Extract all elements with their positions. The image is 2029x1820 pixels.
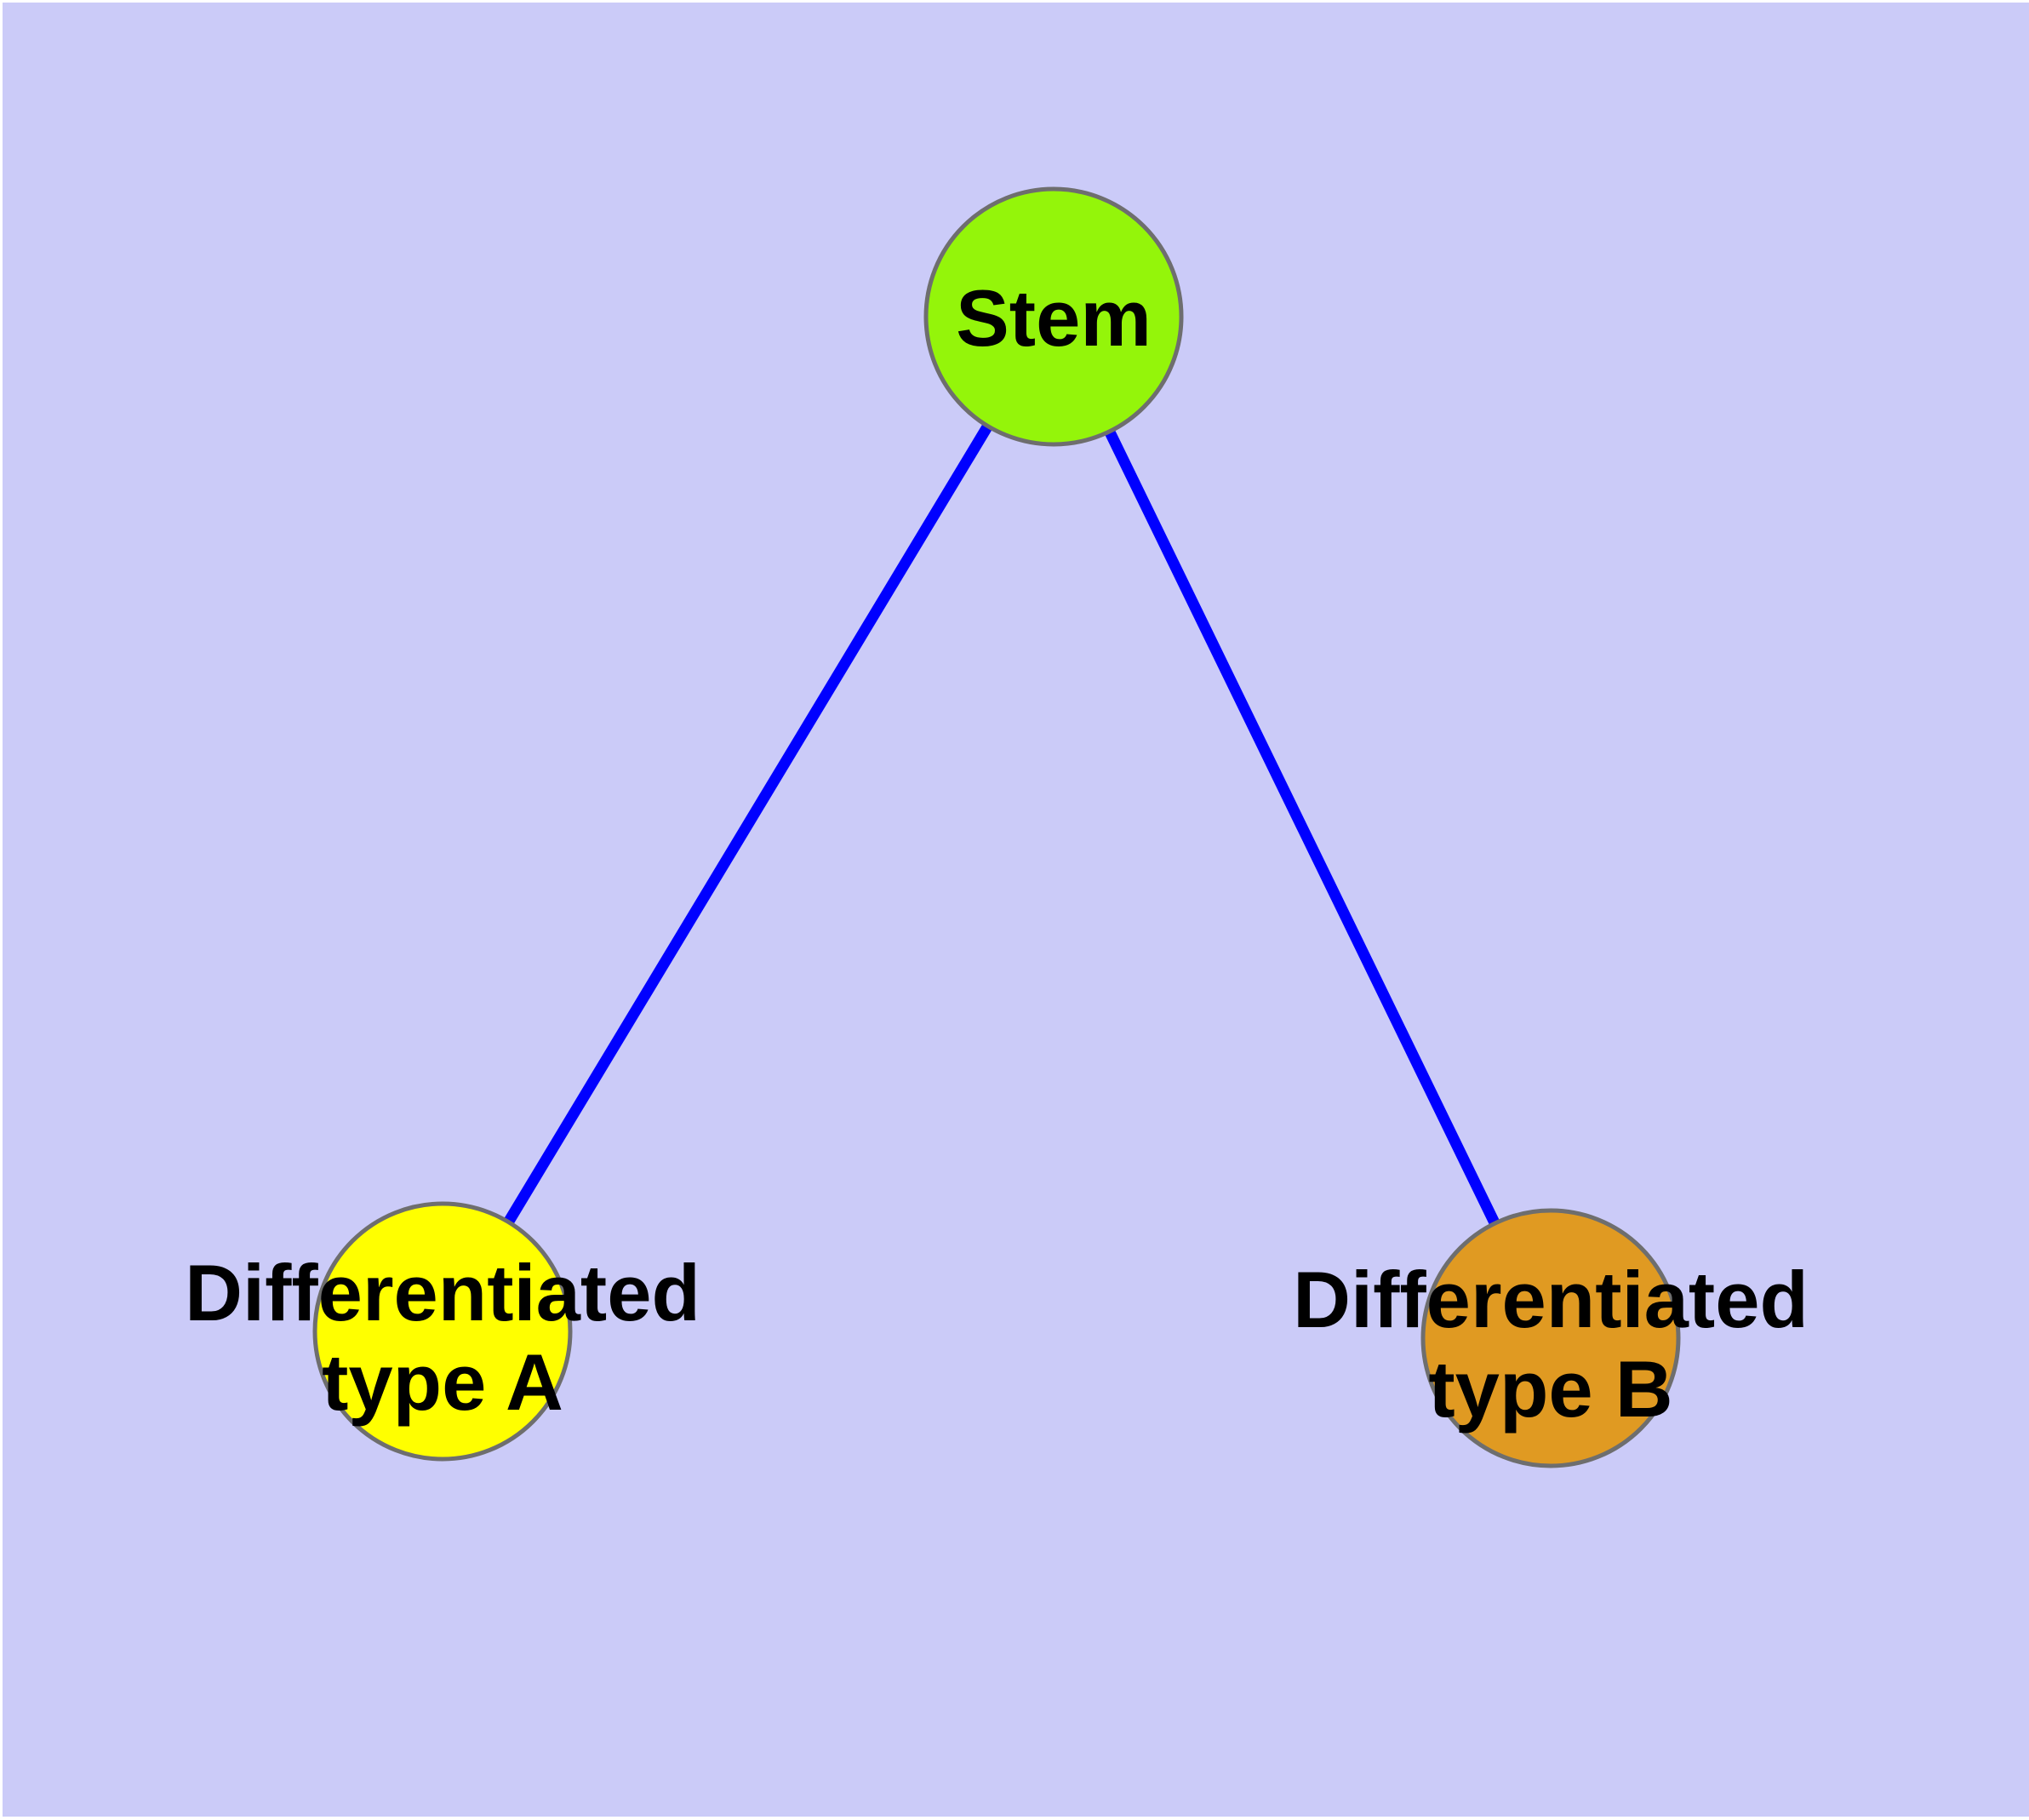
type-b-label-line2: type B [1428,1344,1672,1434]
type-b-node-circle [1420,1208,1681,1468]
node-differentiated-type-a: Differentiated type A [185,1201,700,1462]
stem-node-circle [923,186,1184,447]
edge-stem-to-type-a [437,313,1059,1335]
type-a-label-line2: type A [322,1337,563,1427]
edge-stem-to-type-b [1049,314,1556,1341]
edge-layer [437,313,1556,1341]
node-differentiated-type-b: Differentiated type B [1293,1208,1809,1468]
type-b-label-line1: Differentiated [1293,1255,1809,1344]
stem-node-label: Stem [956,273,1152,363]
type-a-label-line1: Differentiated [185,1248,700,1337]
type-a-node-circle [312,1201,573,1462]
node-stem: Stem [923,186,1184,447]
